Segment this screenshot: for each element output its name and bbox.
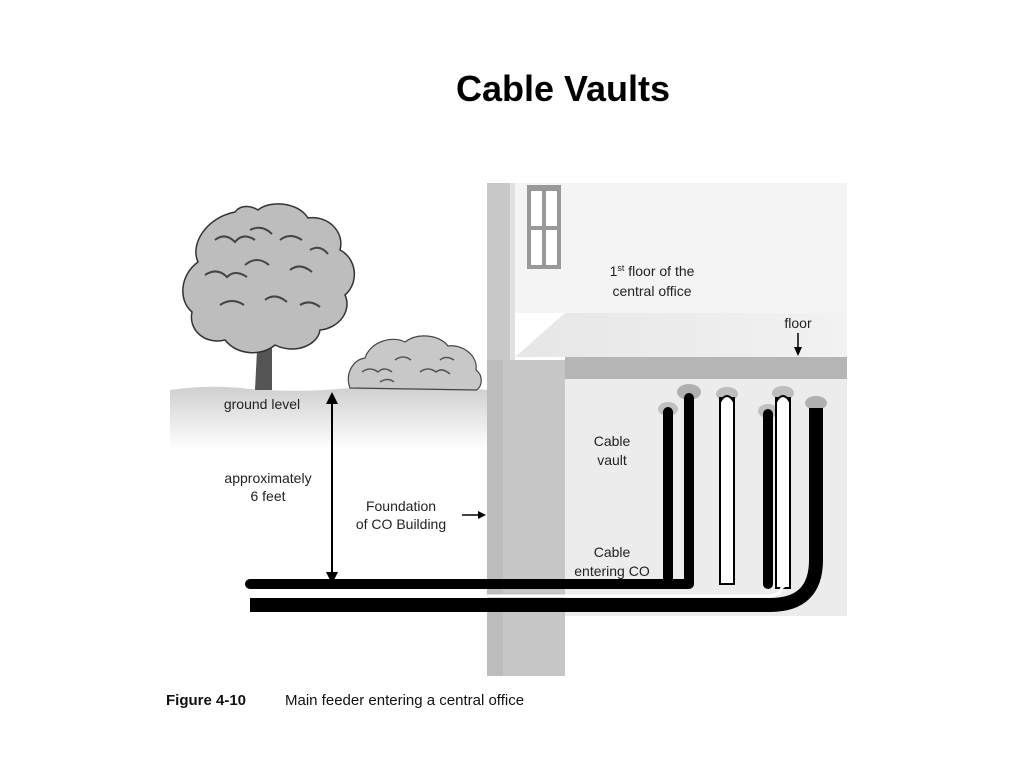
foundation-label-line2: of CO Building [356,516,446,532]
figure-caption: Main feeder entering a central office [285,692,524,709]
cable-vault-room [565,379,847,616]
depth-arrow [326,392,338,584]
depth-label-line2: 6 feet [250,488,285,504]
first-floor-label-line1: 1st floor of the [610,263,695,279]
ground-level-label: ground level [224,396,300,412]
foundation-label-line1: Foundation [366,498,436,514]
figure-number: Figure 4-10 [166,692,246,709]
cables [245,384,827,612]
cable-entering-label-line2: entering CO [574,563,650,579]
slide-title: Cable Vaults [455,68,671,109]
bush-illustration [347,335,482,391]
foundation-arrow [462,511,486,519]
floor-slab [515,313,847,379]
foundation-wall [487,360,565,676]
first-floor-label-line2: central office [612,283,691,299]
depth-label-line1: approximately [224,470,311,486]
building-wall [487,183,847,360]
main-feeder-cable-upper [245,393,694,589]
cable-vault-label-line1: Cable [594,433,631,449]
cable-entering-label-line1: Cable [594,544,631,560]
tree-illustration [182,203,355,390]
window-illustration [527,185,561,269]
floor-label: floor [784,315,812,331]
cable-vault-label-line2: vault [597,452,627,468]
main-feeder-cable-lower [250,408,823,612]
ground [170,386,488,450]
floor-arrow [794,333,802,356]
